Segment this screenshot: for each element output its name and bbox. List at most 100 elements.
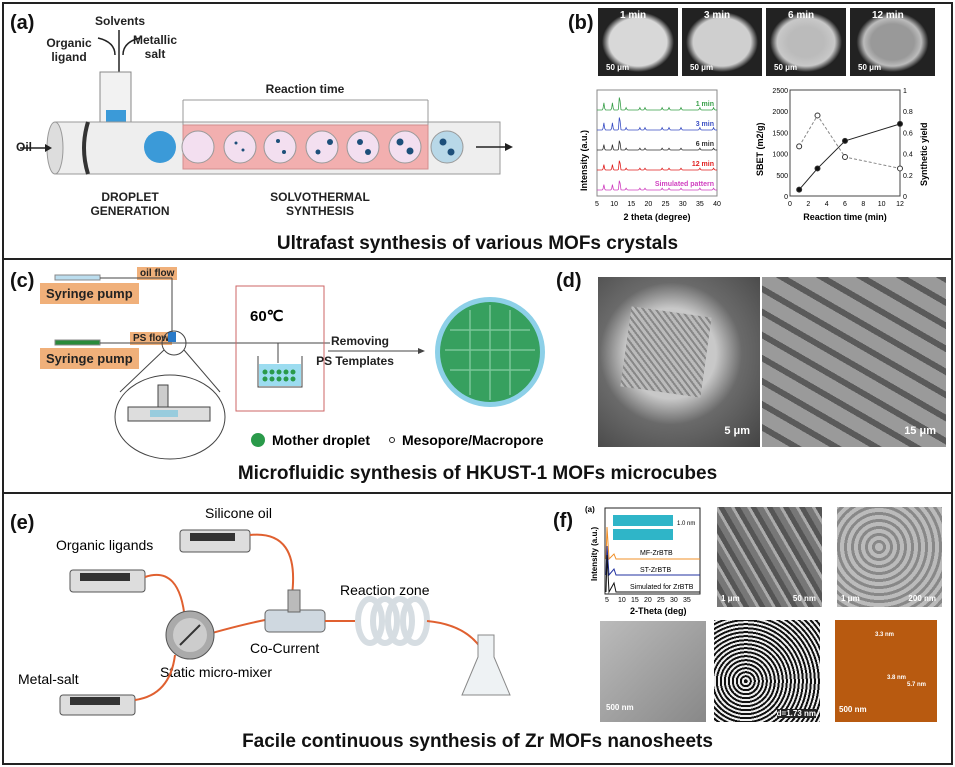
xrd-trace-label: 12 min	[692, 161, 714, 168]
xrd-y-label: Intensity (a.u.)	[579, 130, 589, 191]
bet-x-tick: 2	[806, 201, 810, 208]
svg-text:10: 10	[618, 597, 626, 604]
bet-x-tick: 8	[861, 201, 865, 208]
droplet-reactor-diagram	[20, 30, 513, 175]
svg-text:5: 5	[605, 597, 609, 604]
row2-title: Microfluidic synthesis of HKUST-1 MOFs m…	[237, 463, 718, 484]
solvothermal-synthesis-label: SOLVOTHERMAL SYNTHESIS	[270, 190, 370, 218]
series-line	[798, 123, 901, 190]
removing-label: Removing	[330, 334, 389, 348]
reaction-zone-label: Reaction zone	[340, 582, 430, 598]
co-current-label: Co-Current	[250, 640, 320, 656]
solvents-label: Solvents	[95, 14, 146, 28]
legend-mother-droplet: Mother droplet	[272, 432, 370, 448]
svg-text:20: 20	[644, 597, 652, 604]
yield-y-label: Synthetic yield	[919, 122, 929, 186]
xrd-trace	[597, 140, 717, 151]
xrd-trace	[597, 180, 717, 191]
xrd-x-tick: 15	[627, 201, 635, 208]
syringe-pump-2: Syringe pump	[40, 348, 139, 369]
bet-x-tick: 12	[896, 201, 904, 208]
bet-x-tick: 4	[825, 201, 829, 208]
yield-y-tick: 0.6	[903, 130, 913, 137]
bet-x-label: Reaction time (min)	[803, 212, 887, 222]
bet-x-tick: 6	[843, 201, 847, 208]
xrd-trace-label: 6 min	[696, 141, 714, 148]
organic-ligands-label: Organic ligands	[56, 537, 154, 553]
xrd-plot-area	[596, 89, 718, 197]
yield-y-tick: 0	[903, 194, 907, 201]
tem-image-d: 500 nm	[600, 621, 706, 722]
bet-y-tick: 2000	[772, 109, 788, 116]
svg-text:(a): (a)	[585, 505, 595, 514]
bet-y-tick: 1000	[772, 152, 788, 159]
svg-text:ST-ZrBTB: ST-ZrBTB	[640, 567, 671, 574]
yield-y-tick: 0.2	[903, 173, 913, 180]
organic-ligand-label: Organic ligand	[46, 36, 92, 64]
divider	[2, 258, 953, 260]
xrd-trace-label: 3 min	[696, 121, 714, 128]
bet-y-tick: 0	[784, 194, 788, 201]
yield-y-tick: 0.4	[903, 152, 913, 159]
data-point	[842, 137, 848, 144]
xrd-trace-label: 1 min	[696, 101, 714, 108]
panel-f-label: (f)	[553, 510, 573, 532]
zrbtb-xrd-chart: (a) 1.0 nm MF-ZrBTB ST-ZrBTB Simulated f…	[585, 505, 701, 616]
xrd-x-tick: 20	[645, 201, 653, 208]
svg-text:Intensity (a.u.): Intensity (a.u.)	[590, 526, 599, 581]
metal-salt-label: Metal-salt	[18, 671, 79, 687]
bet-y-label: SBET (m2/g)	[755, 122, 765, 176]
oil-flow-label: oil flow	[137, 267, 178, 280]
data-point	[897, 165, 903, 172]
svg-text:30: 30	[670, 597, 678, 604]
yield-y-tick: 1	[903, 88, 907, 95]
xrd-trace	[597, 160, 717, 171]
syringe-pump-1: Syringe pump	[40, 283, 139, 304]
panel-b-label: (b)	[568, 12, 594, 34]
xrd-x-tick: 5	[595, 201, 599, 208]
svg-text:15: 15	[631, 597, 639, 604]
metallic-salt-label: Metallic salt	[132, 33, 177, 61]
legend-mesopore: Mesopore/Macropore	[402, 432, 544, 448]
afm-image-f: 3.3 nm 3.8 nm 5.7 nm 500 nm	[835, 620, 937, 722]
xrd-x-tick: 40	[713, 201, 721, 208]
oil-label: Oil	[15, 140, 32, 154]
ps-templates-label: PS Templates	[316, 354, 394, 368]
series-line	[798, 114, 901, 169]
bet-x-tick: 10	[878, 201, 886, 208]
svg-text:1.0 nm: 1.0 nm	[677, 521, 695, 527]
xrd-trace	[597, 117, 717, 131]
xrd-x-tick: 10	[610, 201, 618, 208]
row3-title: Facile continuous synthesis of Zr MOFs n…	[242, 731, 713, 752]
data-point	[796, 143, 803, 150]
xrd-x-tick: 30	[679, 201, 687, 208]
data-point	[897, 120, 903, 127]
silicone-oil-label: Silicone oil	[205, 505, 272, 521]
xrd-x-label: 2-Theta (deg)	[630, 606, 687, 616]
data-point	[842, 153, 848, 160]
hrtem-image-e: d=1.73 nm	[714, 620, 820, 722]
reaction-time-label: Reaction time	[265, 82, 345, 96]
sem-image-cube-array: 15 μm	[762, 277, 946, 447]
yield-y-tick: 0.8	[903, 109, 913, 116]
static-mixer-label: Static micro-mixer	[160, 664, 273, 680]
bet-x-tick: 0	[788, 201, 792, 208]
droplet-generation-label: DROPLET GENERATION	[90, 190, 170, 218]
bet-y-tick: 2500	[772, 88, 788, 95]
sem-image-single-cube: 5 μm	[598, 277, 760, 447]
temperature-label: 60℃	[250, 308, 284, 325]
panel-d-label: (d)	[556, 270, 582, 292]
xrd-trace-label: Simulated pattern	[655, 181, 714, 188]
svg-text:35: 35	[683, 597, 691, 604]
microfluidic-setup-diagram	[54, 274, 545, 460]
